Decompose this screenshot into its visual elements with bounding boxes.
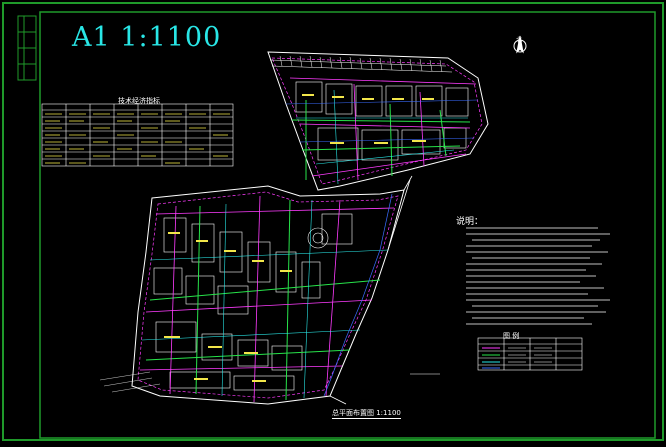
north-arrow-icon [513,35,527,54]
indicator-table-text [45,113,230,164]
notes-title: 说明： [456,217,484,227]
north-label: 北 [516,37,523,44]
lower-site-plan [99,175,413,405]
upper-site-plan [267,51,489,191]
notes-text-lines [466,227,610,325]
legend-title: 图 例 [503,332,520,340]
roundabout [307,227,329,249]
binding-margin [17,15,37,81]
indicator-table-title: 技术经济指标 [118,97,160,105]
legend-table [477,337,583,371]
inner-frame [39,11,656,439]
legend-swatches [482,347,552,369]
outer-frame [2,2,664,441]
plan-title: 总平面布置图 1:1100 [332,409,401,419]
drawing-scale-title: A1 1:1100 [72,22,222,53]
indicator-table [41,103,234,167]
